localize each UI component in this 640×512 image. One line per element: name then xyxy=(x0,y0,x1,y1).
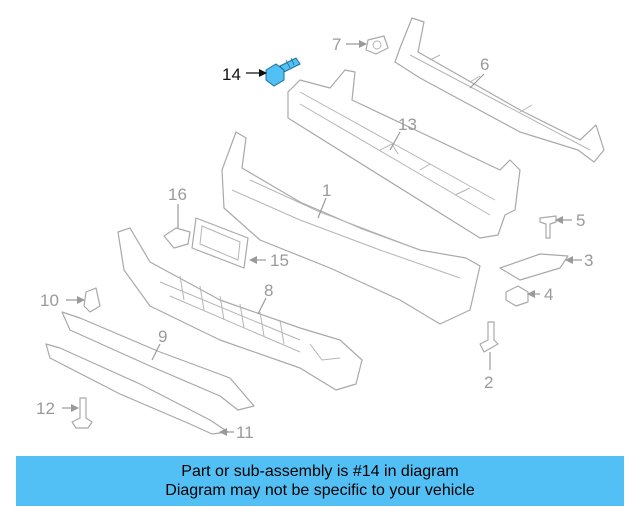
callout-6[interactable]: 6 xyxy=(480,55,489,74)
part-2-screw xyxy=(479,321,499,353)
caption-line-1: Part or sub-assembly is #14 in diagram xyxy=(181,463,459,480)
callout-3[interactable]: 3 xyxy=(584,251,593,270)
part-10-clip xyxy=(83,287,101,313)
part-4-nut xyxy=(505,285,529,307)
part-8-lower-grille xyxy=(117,227,363,391)
part-14-bolt xyxy=(265,57,301,87)
callout-7[interactable]: 7 xyxy=(332,35,341,54)
caption-banner: Part or sub-assembly is #14 in diagram D… xyxy=(16,456,624,506)
part-12-push-pin xyxy=(71,397,93,429)
part-5-push-pin xyxy=(539,215,557,239)
callout-4[interactable]: 4 xyxy=(544,285,553,304)
part-9-trim-strip xyxy=(61,311,255,411)
callout-15[interactable]: 15 xyxy=(270,251,289,270)
callout-labels: 14 7 6 13 1 16 5 15 3 8 4 10 9 2 12 11 xyxy=(36,35,593,442)
part-16-bolt xyxy=(163,227,191,249)
part-7-clip xyxy=(365,35,389,55)
callout-12[interactable]: 12 xyxy=(36,399,55,418)
callout-11[interactable]: 11 xyxy=(236,423,254,442)
leader-lines xyxy=(62,40,582,436)
callout-8[interactable]: 8 xyxy=(264,281,273,300)
callout-10[interactable]: 10 xyxy=(40,291,59,310)
callout-1[interactable]: 1 xyxy=(322,181,331,200)
part-13-reinforcement-beam xyxy=(287,69,521,239)
callout-2[interactable]: 2 xyxy=(484,373,493,392)
callout-9[interactable]: 9 xyxy=(158,327,167,346)
caption-line-2: Diagram may not be specific to your vehi… xyxy=(165,482,475,499)
part-3-bracket xyxy=(499,253,569,281)
parts-diagram: 14 7 6 13 1 16 5 15 3 8 4 10 9 2 12 11 xyxy=(36,17,605,442)
part-6-mounting-rail xyxy=(394,17,605,163)
callout-5[interactable]: 5 xyxy=(576,211,585,230)
part-15-license-bracket xyxy=(191,217,249,269)
callout-13[interactable]: 13 xyxy=(398,115,417,134)
callout-14[interactable]: 14 xyxy=(222,65,241,84)
callout-16[interactable]: 16 xyxy=(168,185,187,204)
